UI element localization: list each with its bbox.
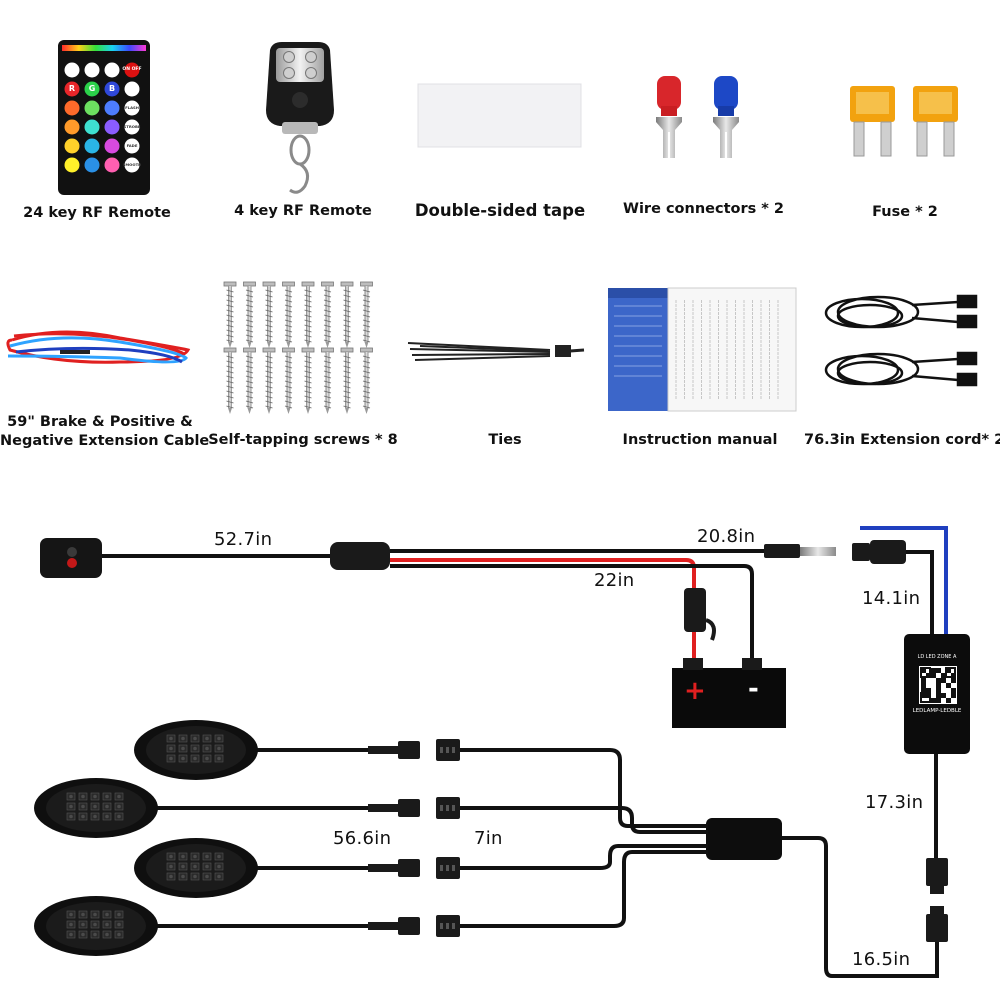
remote-button	[124, 119, 140, 135]
remote-button-label: G	[88, 84, 96, 93]
label-fuse: Fuse * 2	[872, 204, 938, 220]
remote-button-label: FADE	[126, 143, 138, 148]
controller-bottom-text: LEDLAMP-LEDBLE	[912, 708, 962, 714]
remote-button	[104, 62, 120, 78]
remote-button	[64, 81, 80, 97]
wire-connector-icon	[656, 76, 739, 158]
remote-button	[64, 62, 80, 78]
remote-24-key-icon	[58, 40, 150, 195]
remote-button-label: R	[68, 84, 76, 93]
remote-button	[104, 157, 120, 173]
controller-top-text: LD LED ZONE A	[917, 654, 957, 660]
dim-power-cable: 20.8in	[697, 526, 756, 547]
dim-pod-cable: 56.6in	[333, 828, 392, 849]
label-24-key-remote: 24 key RF Remote	[23, 205, 171, 221]
remote-button	[124, 100, 140, 116]
remote-button	[104, 138, 120, 154]
remote-button	[64, 100, 80, 116]
rock-light-pod-icon	[134, 720, 258, 780]
label-extension-cable-line2: Negative Extension Cable	[0, 433, 210, 449]
remote-button	[84, 157, 100, 173]
label-extension-cable-line1: 59" Brake & Positive &	[7, 414, 193, 430]
remote-button	[124, 138, 140, 154]
label-extension-cable: 59" Brake & Positive & Negative Extensio…	[0, 413, 210, 451]
remote-button	[124, 62, 140, 78]
remote-button	[64, 119, 80, 135]
dim-splitter-cable: 7in	[474, 828, 503, 849]
remote-button	[84, 81, 100, 97]
remote-button-label: W	[127, 84, 137, 93]
remote-button	[104, 119, 120, 135]
double-sided-tape-icon	[417, 83, 582, 148]
remote-button-label: SMOOTH	[122, 162, 142, 167]
battery-minus-label: -	[748, 674, 759, 704]
battery-plus-label: +	[684, 676, 706, 706]
brake-extension-cable-icon	[6, 330, 191, 364]
dim-controller-in: 14.1in	[862, 588, 921, 609]
cable-junction-icon	[330, 542, 390, 570]
remote-button	[124, 157, 140, 173]
remote-button	[104, 100, 120, 116]
extension-cord-icon	[824, 294, 978, 387]
remote-button	[84, 100, 100, 116]
label-instruction-manual: Instruction manual	[622, 432, 778, 448]
remote-button	[124, 81, 140, 97]
inline-fuse-icon	[684, 588, 706, 632]
remote-button	[84, 119, 100, 135]
remote-button-label: B	[108, 84, 116, 93]
remote-button	[84, 138, 100, 154]
dim-lead-cable: 16.5in	[852, 949, 911, 970]
label-4-key-remote: 4 key RF Remote	[234, 203, 372, 219]
remote-button-label: ON OFF	[122, 67, 142, 72]
label-double-sided-tape: Double-sided tape	[414, 201, 586, 220]
dim-fuse-cable: 22in	[594, 570, 635, 591]
label-wire-connectors: Wire connectors * 2	[622, 201, 785, 217]
label-ties: Ties	[488, 432, 522, 448]
remote-button-label: FLASH	[125, 105, 139, 110]
fuse-icon	[850, 86, 958, 157]
remote-button	[64, 157, 80, 173]
on-off-switch-icon	[40, 538, 102, 578]
remote-button	[104, 81, 120, 97]
splitter-hub-icon	[706, 818, 782, 860]
label-extension-cord: 76.3in Extension cord* 2	[804, 432, 1000, 448]
wiring-diagram	[34, 526, 970, 978]
instruction-manual-icon	[608, 287, 797, 412]
label-screws: Self-tapping screws * 8	[208, 432, 398, 448]
dim-controller-out: 17.3in	[865, 792, 924, 813]
rock-light-pod-icon	[34, 896, 158, 956]
remote-4-key-icon	[266, 42, 334, 194]
remote-button	[64, 138, 80, 154]
remote-button	[84, 62, 100, 78]
remote-button-label: STROBE	[123, 124, 141, 129]
dim-switch-cable: 52.7in	[214, 529, 273, 550]
rock-light-pod-icon	[34, 778, 158, 838]
rock-light-pod-icon	[134, 838, 258, 898]
self-tapping-screw-icon	[223, 281, 373, 414]
battery-icon	[672, 668, 786, 728]
cable-tie-icon	[407, 342, 585, 361]
